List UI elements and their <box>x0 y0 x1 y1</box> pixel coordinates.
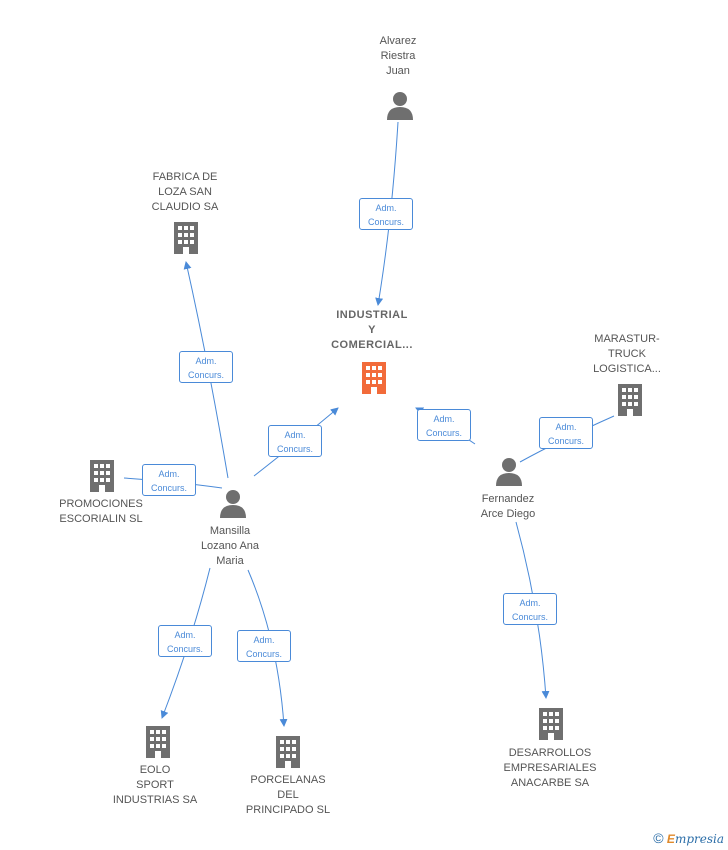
node-desarrollos[interactable]: DESARROLLOS EMPRESARIALES ANACARBE SA <box>490 746 610 791</box>
node-fabrica[interactable]: FABRICA DE LOZA SAN CLAUDIO SA <box>130 170 240 215</box>
node-label-line: SPORT <box>136 779 174 791</box>
edge-label-line2: Concurs. <box>245 649 282 659</box>
node-label-line: EOLO <box>139 764 171 776</box>
edge-label-line1: Adm. <box>284 430 306 440</box>
node-label-line: Lozano Ana <box>200 540 260 552</box>
empresia-watermark: © Empresia <box>653 830 724 846</box>
edge-label-line1: Adm. <box>433 414 455 424</box>
building-icon-desarrollos[interactable] <box>535 706 567 742</box>
building-icon-fabrica[interactable] <box>170 220 202 256</box>
edge-label-line2: Concurs. <box>367 217 404 227</box>
building-icon-center[interactable] <box>358 360 390 396</box>
node-label-line: EMPRESARIALES <box>503 762 597 774</box>
node-label-line: Mansilla <box>209 525 251 537</box>
building-icon-marastur[interactable] <box>614 382 646 418</box>
edge-label-mansilla-promociones[interactable]: Adm. Concurs. <box>142 464 196 496</box>
node-label-line: Alvarez <box>379 35 417 47</box>
node-fernandez[interactable]: Fernandez Arce Diego <box>456 492 560 522</box>
edge-label-mansilla-fabrica[interactable]: Adm. Concurs. <box>179 351 233 383</box>
edge-label-mansilla-center[interactable]: Adm. Concurs. <box>268 425 322 457</box>
edge-label-fernandez-marastur[interactable]: Adm. Concurs. <box>539 417 593 449</box>
node-center-company[interactable]: INDUSTRIAL Y COMERCIAL... <box>312 308 432 353</box>
node-label-line: TRUCK <box>608 348 646 360</box>
edge-label-fernandez-center[interactable]: Adm. Concurs. <box>417 409 471 441</box>
node-promociones[interactable]: PROMOCIONES ESCORIALIN SL <box>46 497 156 527</box>
node-label-line: INDUSTRIAL <box>336 309 408 321</box>
edge-label-mansilla-porcelanas[interactable]: Adm. Concurs. <box>237 630 291 662</box>
edge-label-line2: Concurs. <box>276 444 313 454</box>
building-icon-porcelanas[interactable] <box>272 734 304 770</box>
node-label-line: MARASTUR- <box>594 333 660 345</box>
node-porcelanas[interactable]: PORCELANAS DEL PRINCIPADO SL <box>232 773 344 818</box>
node-label-line: DESARROLLOS <box>508 747 592 759</box>
node-label-line: PORCELANAS <box>250 774 326 786</box>
node-label-line: CLAUDIO SA <box>151 201 219 213</box>
node-label-line: INDUSTRIAS SA <box>112 794 198 806</box>
building-icon-eolo[interactable] <box>142 724 174 760</box>
node-label-line: Riestra <box>380 50 416 62</box>
edge-label-line2: Concurs. <box>150 483 187 493</box>
person-icon-alvarez[interactable] <box>385 90 415 120</box>
node-label-line: PROMOCIONES <box>59 498 143 510</box>
person-icon-mansilla[interactable] <box>218 488 248 518</box>
copyright-symbol: © <box>653 830 664 846</box>
node-label-line: Arce Diego <box>480 508 536 520</box>
node-label-line: FABRICA DE <box>152 171 218 183</box>
node-eolo[interactable]: EOLO SPORT INDUSTRIAS SA <box>100 763 210 808</box>
node-label-line: Y <box>368 324 376 336</box>
node-label-line: COMERCIAL... <box>331 339 413 351</box>
node-label-line: Fernandez <box>481 493 535 505</box>
node-mansilla[interactable]: Mansilla Lozano Ana Maria <box>180 524 280 569</box>
edge-label-line2: Concurs. <box>187 370 224 380</box>
edge-label-mansilla-eolo[interactable]: Adm. Concurs. <box>158 625 212 657</box>
edge-label-line2: Concurs. <box>166 644 203 654</box>
edge-label-line1: Adm. <box>375 203 397 213</box>
edge-label-line2: Concurs. <box>425 428 462 438</box>
node-marastur[interactable]: MARASTUR- TRUCK LOGISTICA... <box>574 332 680 377</box>
edge-label-fernandez-desarrollos[interactable]: Adm. Concurs. <box>503 593 557 625</box>
edge-label-line1: Adm. <box>195 356 217 366</box>
edge-label-line1: Adm. <box>519 598 541 608</box>
node-label-line: PRINCIPADO SL <box>245 804 331 816</box>
brand-logo-e: E <box>666 832 675 846</box>
node-label-line: Maria <box>216 555 244 567</box>
edge-label-alvarez-center[interactable]: Adm. Concurs. <box>359 198 413 230</box>
edge-label-line1: Adm. <box>253 635 275 645</box>
brand-logo-text: mpresia <box>674 832 724 846</box>
node-label-line: ESCORIALIN SL <box>59 513 143 525</box>
node-label-line: ANACARBE SA <box>510 777 590 789</box>
node-label-line: LOGISTICA... <box>593 363 661 375</box>
building-icon-promociones[interactable] <box>86 458 118 494</box>
edge-label-line1: Adm. <box>158 469 180 479</box>
edge-label-line2: Concurs. <box>547 436 584 446</box>
edge-label-line2: Concurs. <box>511 612 548 622</box>
edge-label-line1: Adm. <box>174 630 196 640</box>
edge-label-line1: Adm. <box>555 422 577 432</box>
node-label-line: LOZA SAN <box>158 186 212 198</box>
node-alvarez[interactable]: Alvarez Riestra Juan <box>350 34 446 79</box>
node-label-line: Juan <box>386 65 410 77</box>
node-label-line: DEL <box>277 789 299 801</box>
person-icon-fernandez[interactable] <box>494 456 524 486</box>
